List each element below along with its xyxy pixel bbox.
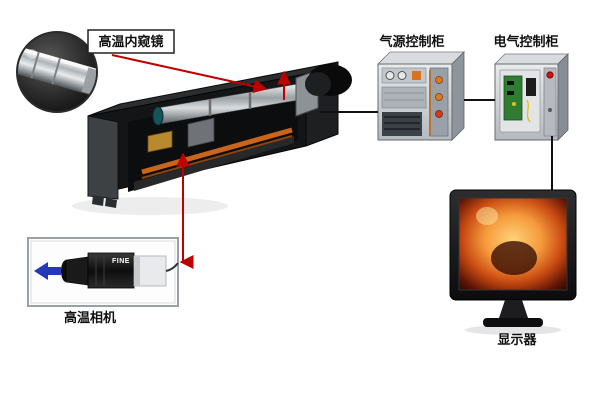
- endoscope-machine: [87, 61, 352, 208]
- camera-sleeve-band: [134, 256, 140, 286]
- monitor-label: 显示器: [497, 332, 537, 347]
- air-control-cabinet: [377, 51, 465, 141]
- pcb-board: [503, 75, 523, 121]
- red-line-endoscope: [111, 54, 268, 94]
- air-cabinet-top: [377, 51, 465, 65]
- red-indicator: [546, 71, 554, 79]
- motor-cylinder-face: [305, 72, 331, 96]
- guide-rail: [141, 127, 293, 175]
- regulator-block: [412, 71, 421, 80]
- machine-foot-right: [105, 198, 117, 208]
- pcb-dot: [512, 102, 516, 106]
- air-mid-panel: [381, 86, 427, 109]
- electric-cabinet-label: 电气控制柜: [493, 34, 558, 49]
- camera-box-inner: [30, 240, 176, 304]
- machine-interior-floor: [134, 136, 294, 191]
- probe-photo: [18, 43, 96, 100]
- door-edge: [543, 67, 557, 137]
- drive-block: [147, 130, 173, 153]
- door-knob: [548, 108, 552, 112]
- endoscope-label: 高温内窥镜: [98, 34, 163, 49]
- furnace-hot-spot: [476, 207, 498, 225]
- connections: [111, 54, 553, 269]
- endoscope-inset: [16, 31, 98, 113]
- elec-cabinet-side: [557, 53, 569, 141]
- air-cabinet-side: [451, 51, 465, 141]
- blue-direction-arrow: [34, 262, 61, 280]
- endoscope-label-box: 高温内窥镜: [87, 29, 175, 54]
- tube-eyepiece-glass: [152, 106, 164, 126]
- machine-foot-left: [92, 195, 104, 206]
- gearbox: [187, 117, 215, 148]
- monitor-stand: [499, 300, 528, 318]
- pressure-gauge-2: [397, 71, 407, 80]
- furnace-dark-blob: [491, 241, 537, 275]
- pressure-gauge-1: [385, 71, 395, 80]
- electrical-control-cabinet: [494, 53, 569, 141]
- monitor-base: [483, 318, 543, 327]
- elec-cabinet-top: [494, 53, 569, 65]
- valve-knob-2: [435, 93, 443, 101]
- valve-knob-3: [435, 110, 443, 118]
- camera-lens-barrel: [65, 256, 89, 286]
- wire-yellow: [526, 99, 531, 123]
- pcb-chip-2: [507, 91, 514, 95]
- monitor: [449, 189, 577, 327]
- camera-inset: FINE: [27, 237, 179, 307]
- air-cabinet-label: 气源控制柜: [379, 34, 444, 49]
- monitor-shadow: [465, 325, 561, 335]
- camera-cable: [165, 262, 179, 272]
- breaker: [526, 78, 536, 96]
- camera-brand-label: FINE: [112, 258, 130, 265]
- camera-label: 高温相机: [64, 310, 116, 325]
- machine-left-panel: [87, 115, 119, 200]
- guide-rail-shadow: [141, 135, 293, 179]
- valve-knob-1: [435, 76, 443, 84]
- pcb-chip-1: [507, 81, 514, 85]
